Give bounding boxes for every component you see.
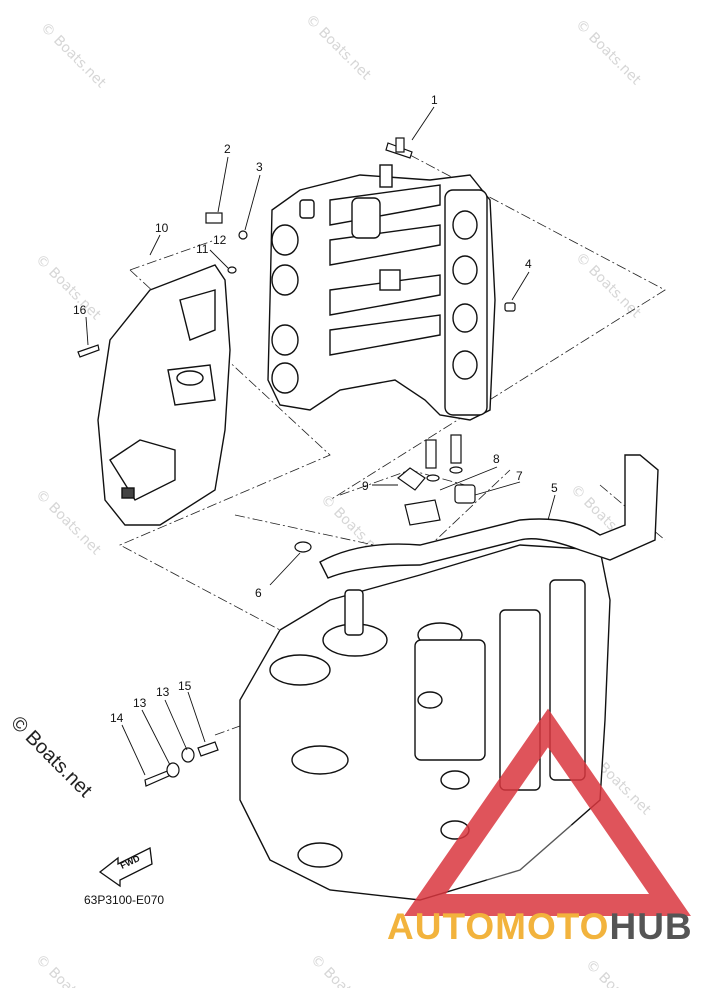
- hose: [319, 454, 659, 579]
- callout-9: 9: [362, 479, 369, 493]
- watermark: © Boats.net: [302, 12, 374, 84]
- watermark: © Boats.net: [307, 952, 379, 988]
- callout-16: 16: [73, 303, 87, 317]
- intake-cover: [97, 264, 231, 526]
- callout-7: 7: [516, 469, 523, 483]
- part-code: 63P3100-E070: [84, 893, 165, 907]
- callout-10: 10: [155, 221, 169, 235]
- leader-lines: [85, 106, 556, 776]
- small-parts: [77, 137, 516, 787]
- callout-12: 12: [213, 233, 227, 247]
- callout-5: 5: [551, 481, 558, 495]
- logo-part2: HUB: [609, 906, 693, 947]
- watermark: © Boats.net: [582, 957, 654, 988]
- watermark: © Boats.net: [32, 252, 104, 324]
- cylinder-head: [267, 164, 496, 421]
- callout-1: 1: [431, 93, 438, 107]
- logo-triangle-icon: [403, 708, 691, 916]
- callout-13a: 13: [133, 696, 147, 710]
- logo-part1: AUTOMOTO: [387, 906, 610, 947]
- callout-11: 11: [196, 242, 209, 256]
- crankcase-block: [239, 544, 611, 901]
- callout-3: 3: [256, 160, 263, 174]
- fwd-arrow-icon: FWD: [98, 847, 153, 888]
- brand-logo: AUTOMOTOHUB: [387, 906, 693, 948]
- callout-15: 15: [178, 679, 192, 693]
- watermark: © Boats.net: [32, 487, 104, 559]
- watermark: © Boats.net: [572, 17, 644, 89]
- callout-13b: 13: [156, 685, 170, 699]
- watermark: © Boats.net: [37, 20, 109, 92]
- watermark: © Boats.net: [32, 952, 104, 988]
- callout-14: 14: [110, 711, 124, 725]
- callout-6: 6: [255, 586, 262, 600]
- callout-4: 4: [525, 257, 532, 271]
- callout-labels: 1 2 3 4 5 6 7 8 9 10 11 12 13 13 14 15 1…: [73, 93, 558, 725]
- callout-2: 2: [224, 142, 231, 156]
- callout-8: 8: [493, 452, 500, 466]
